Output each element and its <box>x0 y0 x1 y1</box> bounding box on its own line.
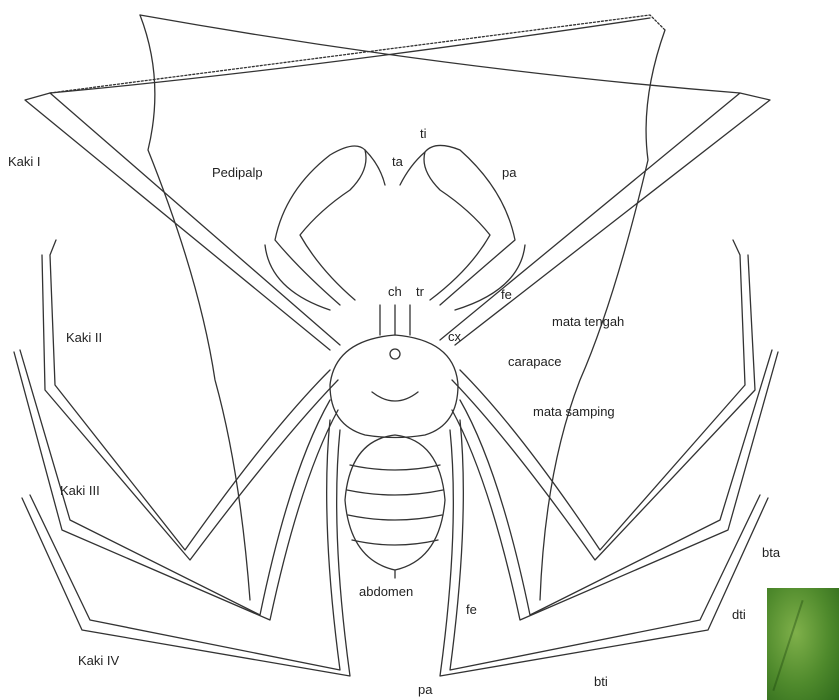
label-kaki-i: Kaki I <box>8 155 41 168</box>
label-tr: tr <box>416 285 424 298</box>
label-cx: cx <box>448 330 461 343</box>
label-carapace: carapace <box>508 355 561 368</box>
leg-ii-right <box>452 240 755 560</box>
label-ta: ta <box>392 155 403 168</box>
label-ch: ch <box>388 285 402 298</box>
pedipalp-left <box>265 146 385 310</box>
label-kaki-iii: Kaki III <box>60 484 100 497</box>
label-bta: bta <box>762 546 780 559</box>
label-mata-samping: mata samping <box>533 405 615 418</box>
leaf-photo-corner <box>767 588 839 700</box>
label-abdomen: abdomen <box>359 585 413 598</box>
leg-iii-right <box>452 350 778 620</box>
label-fe-top: fe <box>501 288 512 301</box>
label-pedipalp: Pedipalp <box>212 166 263 179</box>
label-mata-tengah: mata tengah <box>552 315 624 328</box>
carapace <box>330 305 458 438</box>
label-pa-top: pa <box>502 166 516 179</box>
leg-i-right <box>140 15 770 600</box>
label-fe-bottom: fe <box>466 603 477 616</box>
leg-i-left <box>25 15 665 600</box>
label-kaki-iv: Kaki IV <box>78 654 119 667</box>
label-pa-bottom: pa <box>418 683 432 696</box>
label-kaki-ii: Kaki II <box>66 331 102 344</box>
label-ti: ti <box>420 127 427 140</box>
leg-iv-right <box>440 420 768 676</box>
leg-ii-left <box>42 240 338 560</box>
label-bti: bti <box>594 675 608 688</box>
label-dti: dti <box>732 608 746 621</box>
abdomen <box>345 435 445 578</box>
